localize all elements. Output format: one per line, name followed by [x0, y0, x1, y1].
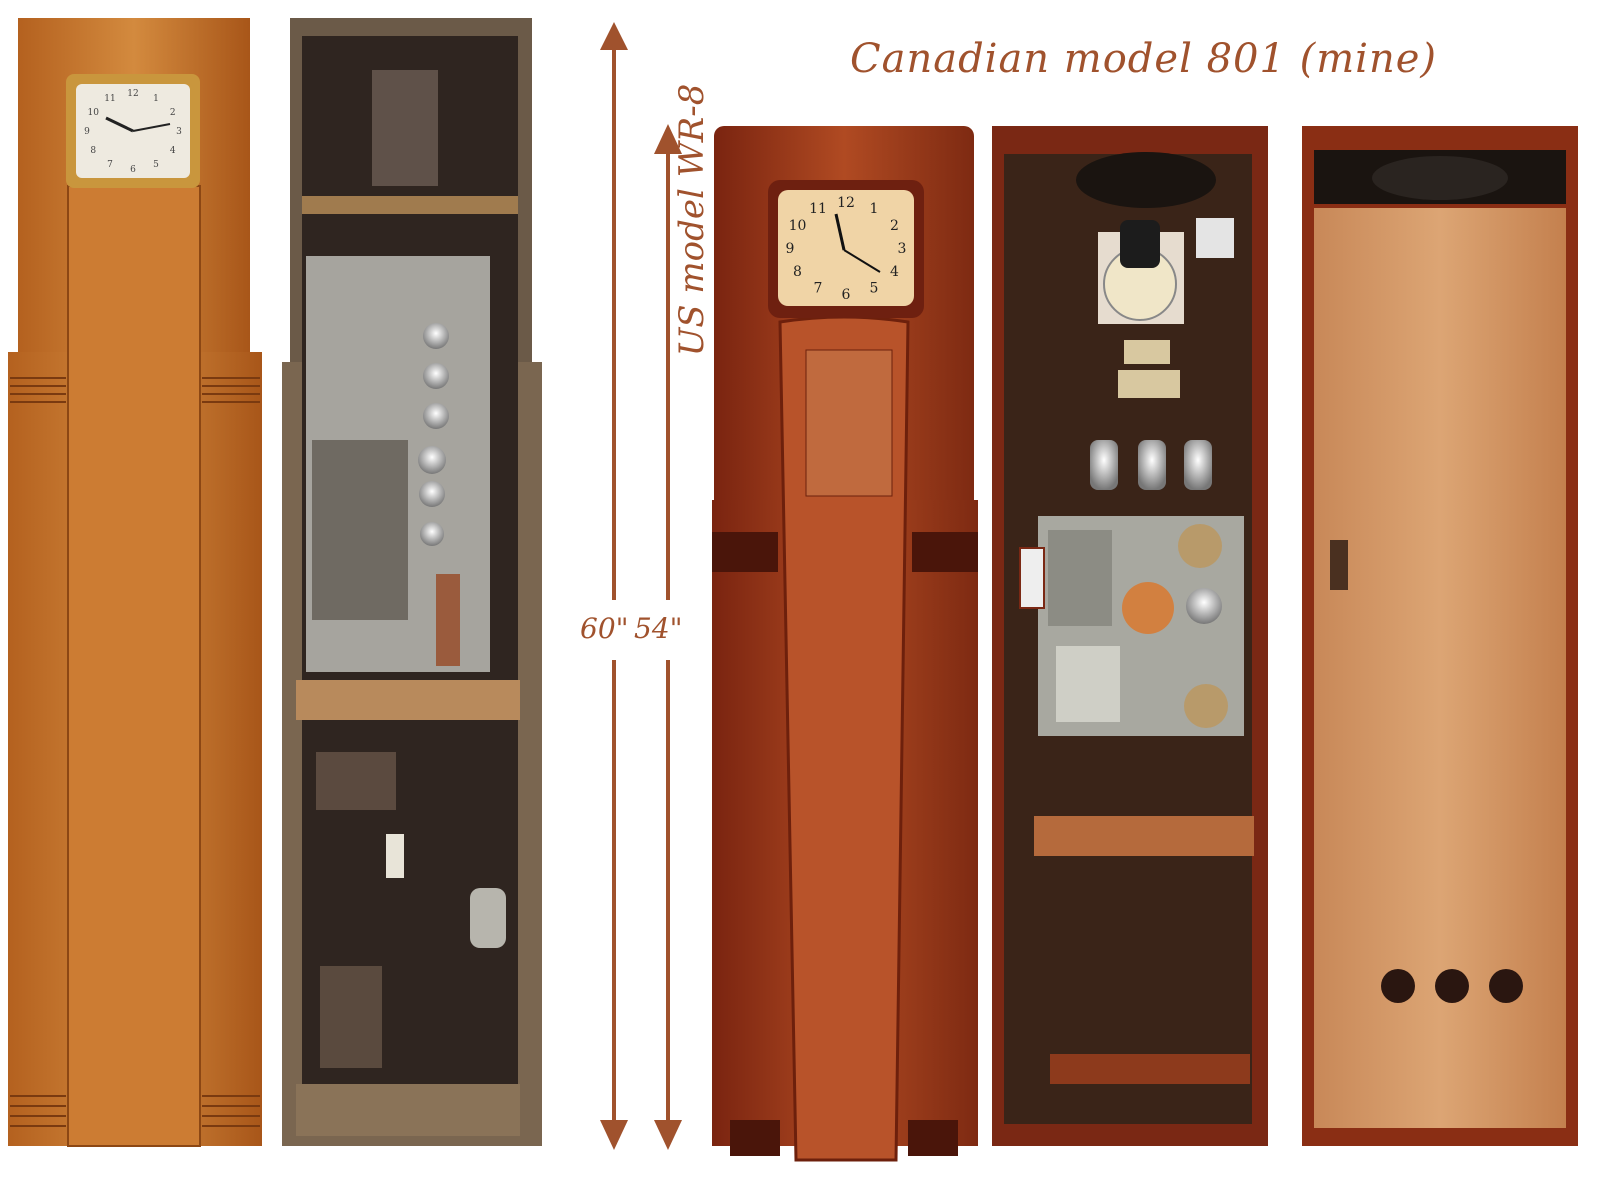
canadian-clock [768, 180, 924, 318]
canadian-clock-numeral: 1 [870, 201, 879, 217]
us-clock [66, 74, 200, 188]
us-clock-numeral: 8 [90, 146, 96, 156]
us-clock-numeral: 2 [170, 108, 176, 118]
us-clock-numeral: 5 [153, 160, 159, 170]
height-arrows [600, 22, 682, 1150]
canadian-801-back-cover-photo [1302, 126, 1578, 1146]
canadian-clock-numeral: 2 [890, 218, 899, 234]
us-clock-numeral: 7 [107, 160, 113, 170]
us-clock-numeral: 3 [176, 127, 182, 137]
canadian-clock-numeral: 6 [842, 287, 851, 303]
us-clock-numeral: 1 [153, 94, 159, 104]
canadian-clock-numeral: 12 [837, 195, 855, 211]
canadian-model-caption: Canadian model 801 (mine) [850, 36, 1438, 82]
us-clock-numeral: 12 [127, 89, 138, 99]
us-clock-numeral: 10 [87, 108, 99, 118]
us-model-caption: US model WR-8 [672, 83, 712, 357]
canadian-clock-numeral: 10 [789, 218, 807, 234]
us-clock-numeral: 4 [170, 146, 176, 156]
canadian-clock-numeral: 3 [898, 241, 907, 257]
canadian-clock-numeral: 9 [786, 241, 795, 257]
us-height-label: 60" [580, 612, 629, 645]
canadian-clock-numeral: 4 [890, 264, 899, 280]
canadian-clock-numeral: 5 [870, 281, 879, 297]
canadian-clock-numeral: 8 [793, 264, 802, 280]
us-clock-numeral: 6 [130, 165, 136, 175]
canadian-clock-numeral: 11 [809, 201, 827, 217]
us-clock-numeral: 9 [84, 127, 90, 137]
canadian-height-label: 54" [634, 612, 683, 645]
canadian-801-front-photo [712, 126, 978, 1162]
us-clock-numeral: 11 [104, 94, 115, 104]
canadian-801-interior-photo [992, 126, 1268, 1146]
canadian-clock-numeral: 7 [814, 281, 823, 297]
us-wr8-front-photo [8, 18, 262, 1147]
us-wr8-interior-photo [282, 18, 542, 1146]
